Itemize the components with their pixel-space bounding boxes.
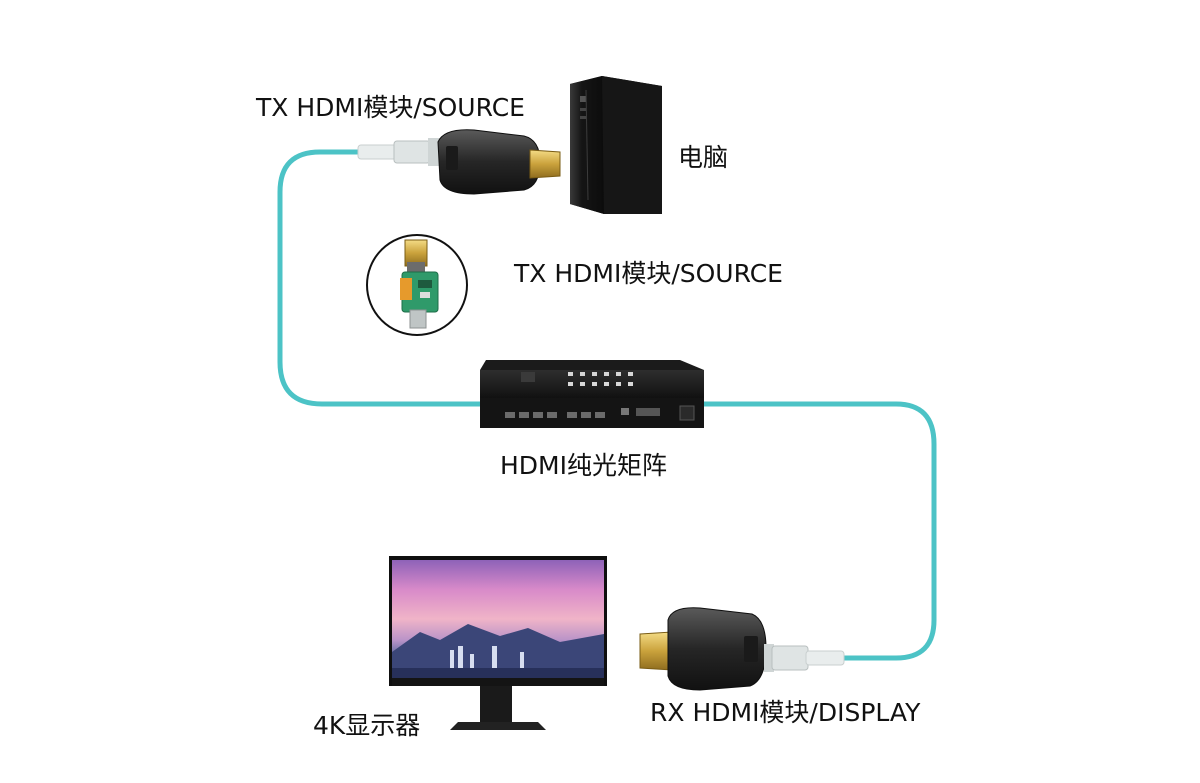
hdmi-optical-receiver-icon bbox=[639, 607, 845, 691]
fiber-cable-tx-to-matrix bbox=[277, 149, 483, 407]
monitor-icon bbox=[389, 556, 607, 730]
pcb-board-icon bbox=[366, 234, 468, 336]
fiber-cable-matrix-to-rx bbox=[701, 401, 937, 661]
rx-module-label: RX HDMI模块/DISPLAY bbox=[650, 698, 921, 727]
hdmi-optical-transmitter-icon bbox=[357, 129, 561, 195]
monitor-label: 4K显示器 bbox=[313, 711, 421, 740]
desktop-tower-icon bbox=[570, 76, 662, 214]
tx-module-label: TX HDMI模块/SOURCE bbox=[256, 93, 525, 122]
tx-board-label: TX HDMI模块/SOURCE bbox=[514, 259, 783, 288]
pc-label: 电脑 bbox=[678, 143, 729, 172]
matrix-label: HDMI纯光矩阵 bbox=[500, 451, 667, 480]
rack-matrix-switch-icon bbox=[480, 360, 704, 428]
